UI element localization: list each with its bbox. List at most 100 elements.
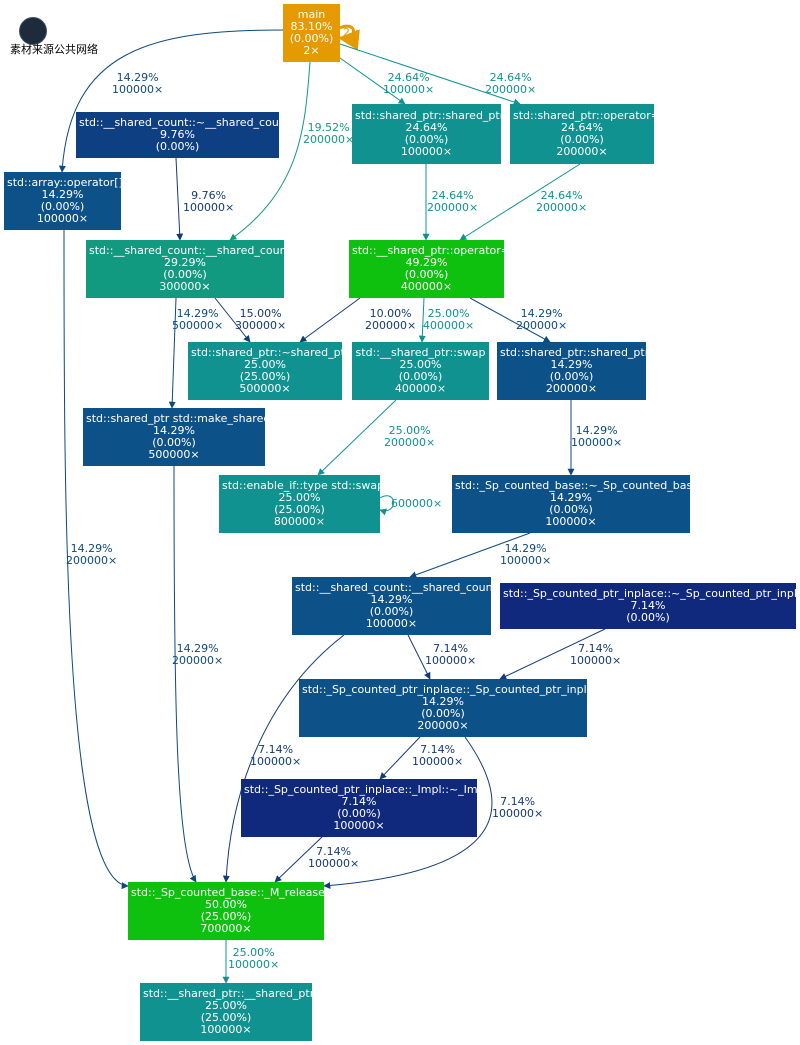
node-metric: (0.00%): [369, 605, 414, 618]
edge-label: 14.29%100000×: [571, 425, 622, 449]
edge-label-line: 400000×: [423, 319, 475, 332]
edge-shared_count_ctor2-to-m_release: [222, 634, 345, 883]
edge-shared_count_ctor-to-shared_ptr_dtor: [214, 297, 251, 343]
edge-label-line: 25.00%: [427, 307, 470, 320]
node-function-name: std::shared_ptr::operator=: [513, 109, 660, 122]
node-metric: (0.00%): [549, 370, 594, 383]
edge-label-line: 100000×: [425, 654, 477, 667]
edge-label-line: 200000×: [66, 554, 118, 567]
node-metric: (0.00%): [289, 32, 334, 45]
edge-main-to-shared_count_ctor: [229, 61, 311, 241]
node-function-name: std::__shared_count::~__shared_count: [79, 116, 291, 129]
node-array-op[interactable]: std::array::operator[]14.29%(0.00%)10000…: [4, 172, 123, 230]
edge-inplace_ctor-to-impl_dtor: [379, 736, 421, 780]
edge-label-line: 200000×: [516, 319, 568, 332]
node-inplace-dtor[interactable]: std::_Sp_counted_ptr_inplace::~_Sp_count…: [500, 583, 800, 629]
node-metric: (25.00%): [274, 503, 325, 516]
node-metric: 100000×: [333, 819, 385, 832]
edge-array_op-to-m_release: [63, 229, 129, 890]
node-metric: 100000×: [365, 617, 418, 630]
edge-label: 14.29%100000×: [112, 72, 163, 96]
edge-sptr_assign-to-shared_ptr_ctor_mid: [469, 297, 551, 343]
node-sptr-assign[interactable]: std::__shared_ptr::operator=49.29%(0.00%…: [349, 240, 510, 298]
node-metric: 14.29%: [370, 593, 413, 606]
node-shared-ptr-assign-top[interactable]: std::shared_ptr::operator=24.64%(0.00%)2…: [510, 104, 660, 164]
edge-label-line: 100000×: [228, 958, 280, 971]
edge-label-line: 14.29%: [70, 542, 113, 555]
edge-label-line: 200000×: [427, 201, 479, 214]
edge-label: 7.14%100000×: [412, 744, 463, 768]
node-metric: 400000×: [394, 382, 447, 395]
edge-label: 19.52%200000×: [303, 122, 354, 146]
edge-sptr_swap-to-enable_if_swap: [317, 399, 397, 476]
node-function-name: std::_Sp_counted_ptr_inplace::_Impl::~_I…: [244, 783, 488, 796]
node-metric: (25.00%): [239, 370, 291, 383]
edge-label-line: 100000×: [492, 807, 544, 820]
node-inplace-ctor[interactable]: std::_Sp_counted_ptr_inplace::_Sp_counte…: [299, 679, 606, 737]
node-metric: 200000×: [556, 145, 608, 158]
node-metric: (0.00%): [404, 133, 449, 146]
node-function-name: main: [297, 8, 326, 21]
node-sp-counted-base-dtor[interactable]: std::_Sp_counted_base::~_Sp_counted_base…: [452, 475, 699, 533]
edge-label-line: 24.64%: [489, 71, 532, 84]
edge-label-line: 25.00%: [388, 424, 431, 437]
edge-shared_count_dtor-to-shared_count_ctor: [175, 157, 184, 241]
node-metric: 100000×: [200, 1023, 252, 1036]
edge-label-line: 7.14%: [578, 642, 614, 655]
edge-main-to-array_op: [58, 29, 284, 173]
edge-sptr_assign-to-sptr_swap: [418, 297, 426, 343]
edge-label-line: 100000×: [412, 755, 464, 768]
edge-label-line: 14.29%: [176, 307, 219, 320]
node-metric: (0.00%): [152, 436, 196, 449]
edge-label: 24.64%200000×: [485, 72, 536, 96]
edge-shared_count_ctor2-to-inplace_ctor: [407, 634, 431, 680]
node-function-name: std::shared_ptr::shared_ptr: [500, 346, 650, 359]
edge-main-to-shared_ptr_assign_top: [339, 43, 521, 106]
edge-label-line: 7.14%: [258, 743, 294, 756]
edge-label-line: 14.29%: [504, 542, 547, 555]
node-impl-dtor[interactable]: std::_Sp_counted_ptr_inplace::_Impl::~_I…: [241, 779, 488, 837]
edge-label: 24.64%200000×: [536, 190, 587, 214]
node-metric: 7.14%: [630, 599, 666, 612]
edge-label: 7.14%100000×: [425, 643, 476, 667]
edge-label: 7.14%100000×: [250, 744, 301, 768]
edge-label: 25.00%400000×: [423, 308, 474, 332]
node-metric: 24.64%: [561, 121, 603, 134]
node-metric: 25.00%: [278, 491, 321, 504]
edge-label-line: 300000×: [235, 319, 287, 332]
edge-label: 24.64%200000×: [427, 190, 478, 214]
edge-label: 14.29%200000×: [516, 308, 567, 332]
edge-label: 600000×: [391, 498, 442, 510]
node-metric: (25.00%): [200, 910, 252, 923]
node-metric: 14.29%: [153, 424, 195, 437]
edge-label-line: 19.52%: [307, 121, 350, 134]
edge-label: 14.29%200000×: [172, 643, 223, 667]
node-metric: (25.00%): [200, 1011, 252, 1024]
node-metric: 500000×: [148, 448, 200, 461]
node-metric: 100000×: [545, 515, 597, 528]
edge-label-line: 9.76%: [191, 189, 227, 202]
node-metric: (0.00%): [155, 140, 200, 153]
edge-label-line: 600000×: [391, 497, 443, 510]
edge-label-line: 7.14%: [316, 845, 352, 858]
edge-shared_ptr_assign_top-to-sptr_assign: [459, 163, 581, 241]
edge-label-line: 100000×: [112, 83, 164, 96]
node-function-name: std::__shared_ptr::operator=: [352, 244, 510, 257]
node-metric: (0.00%): [398, 370, 443, 383]
edge-label-line: 100000×: [383, 83, 435, 96]
edge-label-line: 100000×: [500, 554, 552, 567]
